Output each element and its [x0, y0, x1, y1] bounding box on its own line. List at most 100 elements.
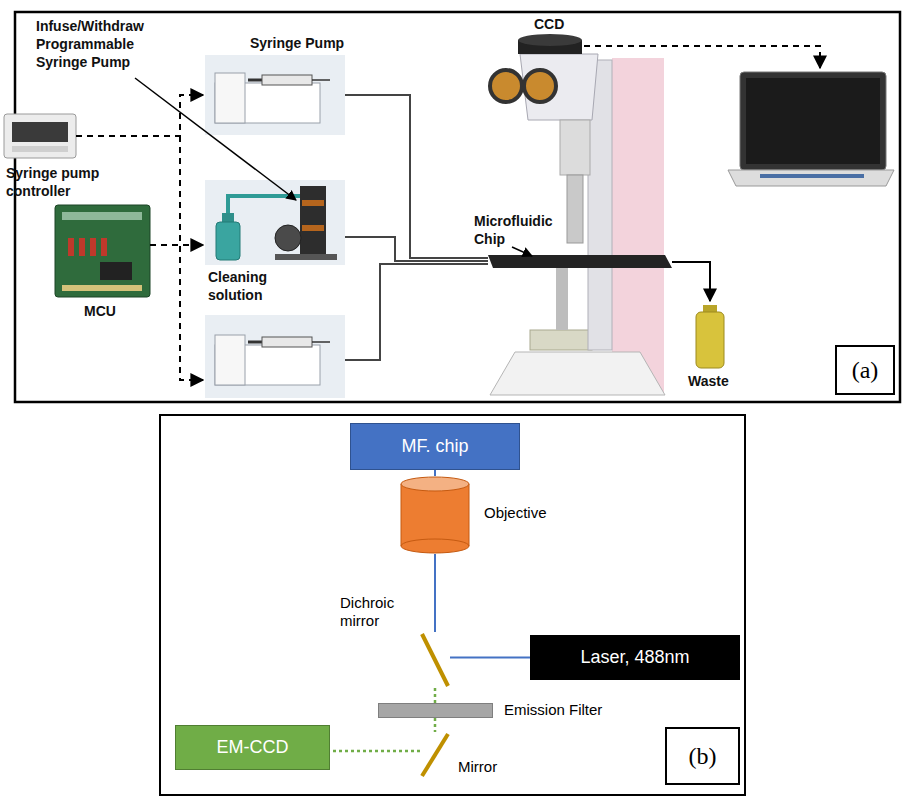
mcu-board — [101, 238, 107, 256]
lens-outline — [401, 539, 469, 553]
box-label: Laser, 488nm — [580, 647, 689, 668]
camera-box: EM-CCD — [175, 725, 330, 770]
mirror-outline — [420, 632, 450, 688]
part-name: Microfluidic Chip — [474, 212, 569, 248]
panel-frame — [15, 12, 900, 402]
laptop — [728, 170, 894, 186]
light-path — [434, 718, 437, 732]
panel-tag: (b) — [665, 727, 740, 785]
control-wire — [180, 136, 203, 380]
laptop — [746, 78, 880, 164]
programmable-pump — [302, 200, 324, 206]
syringe-pump — [205, 315, 345, 398]
programmable-pump — [205, 180, 345, 265]
box-label: EM-CCD — [217, 737, 289, 758]
laptop — [740, 72, 886, 170]
laptop — [728, 72, 894, 186]
chip-box: MF. chip — [350, 423, 520, 470]
syringe-pump — [262, 337, 312, 347]
light-path — [330, 750, 420, 753]
laser-box: Laser, 488nm — [530, 635, 740, 680]
waste-tube — [672, 262, 710, 301]
programmable-pump — [216, 222, 240, 260]
fluid-tube — [345, 264, 488, 360]
part-name: Syringe pump controller — [6, 164, 114, 200]
mirror-outline — [420, 732, 450, 778]
pump-controller — [12, 122, 68, 142]
pump-controller — [4, 114, 76, 158]
microscope — [530, 330, 592, 350]
panel-frame — [160, 415, 745, 795]
syringe-pump — [248, 341, 262, 344]
pump-controller — [12, 146, 68, 152]
mirror-outline — [422, 634, 448, 686]
waste-bottle — [696, 312, 724, 368]
microscope — [612, 58, 664, 393]
part-name: Infuse/Withdraw Programmable Syringe Pum… — [36, 17, 171, 71]
panel-tag: (a) — [835, 345, 895, 395]
syringe-pump — [205, 55, 345, 135]
dichroic-mirror: Dichroic mirror — [420, 632, 450, 688]
microscope — [488, 255, 672, 268]
fluid-tube — [345, 95, 488, 258]
lens-outline — [401, 484, 469, 546]
microscope — [556, 268, 568, 330]
pointer-arrow — [135, 78, 296, 200]
control-wire — [150, 244, 203, 246]
mcu-board — [68, 238, 74, 256]
waste-bottle — [696, 305, 724, 368]
box-label: MF. chip — [401, 436, 468, 457]
light-path — [434, 470, 436, 476]
syringe-pump — [205, 55, 345, 135]
lens-outline — [469, 484, 470, 546]
microscope — [524, 70, 556, 102]
syringe-pump — [205, 315, 345, 398]
syringe-pump — [262, 75, 312, 85]
microscope — [560, 120, 590, 175]
light-path — [450, 657, 530, 659]
fluid-tube — [345, 95, 488, 360]
part-name: Syringe Pump — [250, 34, 344, 52]
fluid-tube — [345, 237, 488, 261]
box-label: (b) — [689, 743, 717, 770]
control-wire — [76, 95, 203, 380]
part-label: Dichroic mirror — [340, 594, 414, 630]
emission-filter: Emission Filter — [378, 703, 493, 718]
mcu-board — [62, 285, 142, 291]
ccd-camera — [518, 34, 582, 46]
mirror: Mirror — [420, 732, 450, 778]
microscope — [567, 175, 583, 243]
mcu-board — [62, 212, 142, 220]
signal-wire — [584, 46, 820, 68]
objective-lens: Objective — [400, 476, 470, 554]
pointer-arrow — [512, 247, 532, 256]
mcu-board — [79, 238, 85, 256]
programmable-pump — [302, 225, 324, 231]
part-name: CCD — [534, 15, 564, 33]
light-path — [434, 688, 437, 703]
microscope — [490, 70, 522, 102]
part-name: Cleaning solution — [208, 268, 288, 304]
mirror-outline — [422, 734, 448, 776]
programmable-pump — [205, 180, 345, 265]
microscope — [520, 54, 598, 120]
syringe-pump — [215, 73, 245, 123]
lens-outline — [401, 477, 469, 491]
mcu-board — [90, 238, 96, 256]
programmable-pump — [222, 213, 234, 222]
ccd-camera — [518, 34, 582, 54]
part-name: MCU — [84, 302, 116, 320]
lens-outline — [401, 484, 402, 546]
syringe-pump — [215, 335, 245, 385]
mcu-board — [55, 205, 150, 297]
microscope — [490, 352, 665, 395]
lens-outline — [400, 476, 470, 554]
light-path — [434, 554, 436, 632]
box-label: (a) — [852, 357, 879, 384]
laptop — [760, 174, 864, 178]
programmable-pump — [300, 186, 326, 258]
